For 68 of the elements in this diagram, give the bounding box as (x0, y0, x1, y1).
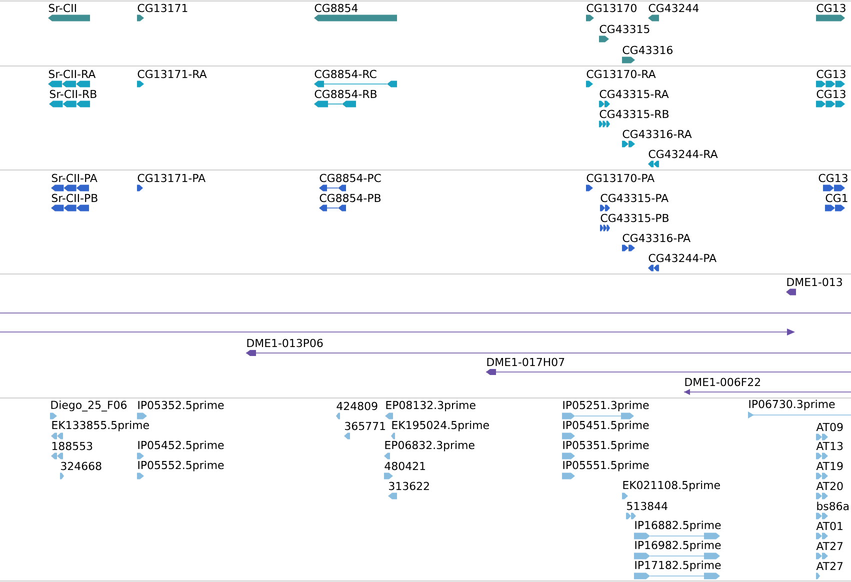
feature-label: CG1 (826, 194, 848, 202)
feature-label: CG43316-RA (622, 130, 692, 138)
feature-label: EP08132.3prime (386, 400, 476, 412)
feature-label: bs86a (817, 502, 849, 510)
feature-label: IP05251.3prime (563, 400, 649, 412)
feature-label: 324668 (61, 462, 102, 470)
feature-label: Sr-CII-PA (52, 174, 98, 182)
feature-label: IP05352.5prime (138, 400, 224, 412)
feature-label: CG13 (818, 174, 848, 182)
feature-label: CG8854-PB (320, 194, 381, 202)
feature-label: CG13171 (138, 4, 188, 12)
feature-label: CG43244-RA (648, 150, 718, 158)
feature-label: IP17182.5prime (635, 560, 721, 572)
feature-label: 313622 (389, 482, 429, 490)
feature-label: CG43315-PB (600, 214, 668, 222)
feature-label: CG13171-PA (138, 174, 206, 182)
feature-label: 188553 (52, 442, 92, 450)
feature-label: IP05452.5prime (138, 440, 224, 452)
feature-label: CG13 (816, 70, 846, 78)
feature-label: CG8854-RC (314, 70, 376, 78)
feature-label: CG43315 (600, 24, 650, 34)
feature-label: DME1-013 (787, 278, 842, 286)
feature-label: CG13 (816, 4, 846, 12)
feature-label: IP05351.5prime (563, 440, 649, 452)
feature-label: 424809 (336, 402, 378, 410)
feature-label: Sr-CII-PB (52, 194, 98, 202)
feature-label: CG43315-RA (600, 90, 669, 98)
feature-label: EK133855.5prime (52, 420, 149, 432)
feature-label: DME1-013P06 (247, 338, 323, 348)
feature-label: Diego_25_F06 (51, 400, 127, 412)
feature-label: CG8854 (314, 4, 358, 12)
feature-label: AT01 (816, 522, 842, 530)
feature-label: Sr-CII-RB (50, 90, 96, 98)
feature-label: DME1-017H07 (487, 358, 564, 366)
feature-label: CG43244-PA (648, 254, 716, 262)
feature-label: AT27 (816, 542, 843, 550)
feature-label: IP06730.3prime (749, 400, 835, 410)
feature-label: CG13171-RA (138, 70, 207, 78)
feature-label: IP05551.5prime (563, 460, 649, 472)
feature-label: IP16982.5prime (635, 540, 721, 552)
feature-label: IP05451.5prime (563, 420, 649, 432)
feature-label: IP05552.5prime (138, 460, 224, 472)
feature-label: CG43244 (648, 4, 699, 12)
feature-label: AT27 (816, 562, 843, 570)
feature-label: AT09 (816, 422, 843, 432)
feature-label: AT19 (816, 462, 843, 470)
feature-label: CG13170-RA (586, 70, 656, 78)
feature-label: Sr-CII-RA (48, 70, 96, 78)
feature-label: EK195024.5prime (392, 420, 489, 432)
feature-label: CG8854-PC (320, 174, 381, 182)
feature-label: CG13170-PA (586, 174, 654, 182)
feature-label: CG13 (816, 90, 846, 98)
feature-label: AT13 (816, 442, 843, 450)
feature-label: EK021108.5prime (623, 480, 720, 492)
feature-label: DME1-006F22 (685, 378, 760, 386)
feature-label: CG8854-RB (314, 90, 377, 98)
feature-label: CG43315-RB (600, 110, 668, 118)
feature-label: CG13170 (586, 4, 636, 12)
feature-label: 480421 (384, 462, 425, 470)
feature-label: Sr-CII (48, 4, 76, 12)
feature-label: AT20 (816, 482, 843, 490)
feature-label: CG43316-PA (622, 234, 690, 242)
feature-label: EP06832.3prime (385, 440, 474, 452)
feature-label: 365771 (345, 422, 385, 430)
feature-label: CG43316 (622, 46, 672, 54)
feature-label: 513844 (627, 502, 668, 510)
feature-label: CG43315-PA (600, 194, 668, 202)
feature-label: IP16882.5prime (635, 520, 721, 532)
